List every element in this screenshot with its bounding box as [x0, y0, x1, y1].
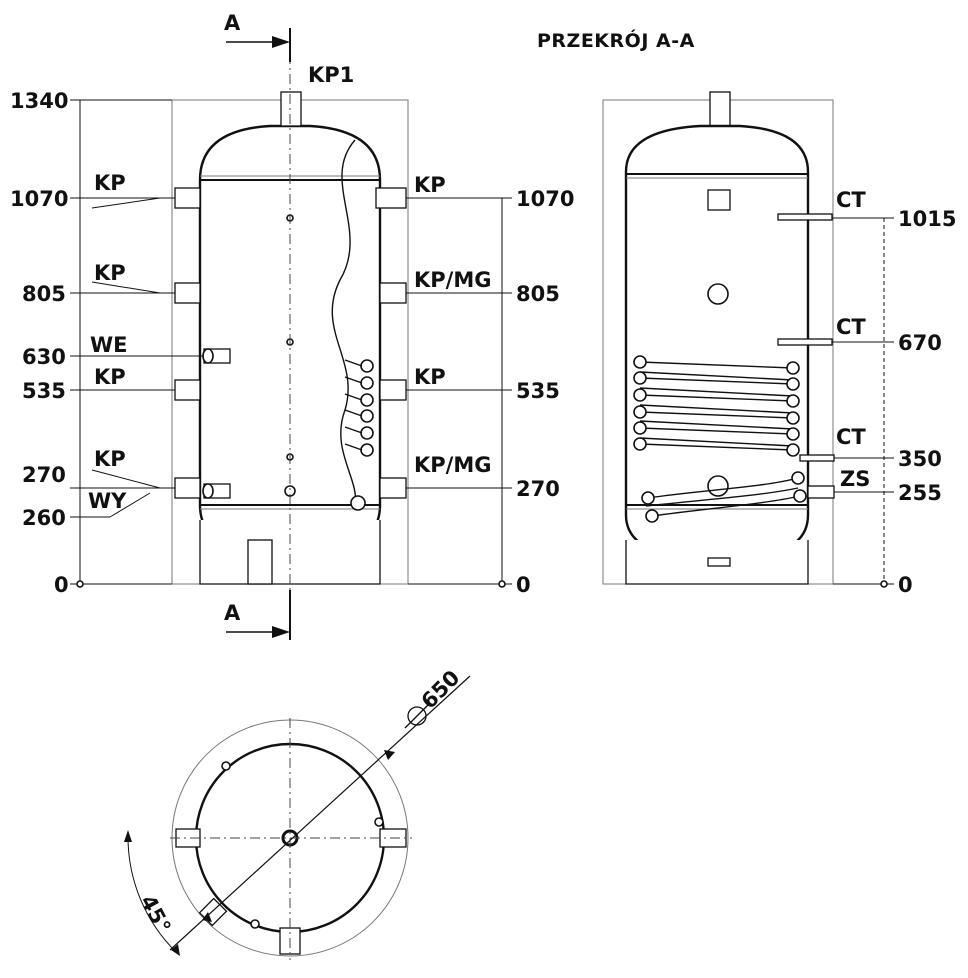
- label-ct-670: CT: [836, 315, 866, 339]
- nozzle-zs: [807, 485, 835, 499]
- label-we: WE: [90, 333, 128, 357]
- height-350: 350: [898, 447, 942, 471]
- label-kp-1070-right: KP: [414, 173, 446, 197]
- section-port-lower: [707, 475, 729, 497]
- label-kp-1070-left: KP: [94, 171, 126, 195]
- nozzle-kp-1070-left: [174, 187, 201, 209]
- nozzle-kp-535-right: [379, 379, 407, 401]
- section-marker-bottom: A: [224, 601, 241, 625]
- section-marker-top: A: [224, 11, 241, 35]
- label-zs: ZS: [840, 467, 870, 491]
- kp1-label: KP1: [308, 63, 354, 87]
- section-port-upper: [707, 283, 729, 305]
- label-kpmg-805-right: KP/MG: [414, 268, 491, 292]
- label-kp-270-left: KP: [94, 447, 126, 471]
- front-view: A A KP1 1340 1070 805 630 535 270 260 0 …: [10, 11, 574, 640]
- section-top-pipe: [709, 91, 731, 129]
- front-cut-line: [331, 139, 357, 506]
- nozzle-kp-1070-right: [375, 187, 407, 209]
- height-270-left: 270: [22, 463, 66, 487]
- nozzle-ct-1015: [777, 213, 833, 221]
- front-coil-circles: [344, 359, 374, 511]
- height-0-section: 0: [898, 573, 913, 597]
- height-255: 255: [898, 481, 942, 505]
- section-view: PRZEKRÓJ A-A: [537, 28, 956, 597]
- nozzle-kp-805-left: [174, 282, 201, 304]
- label-ct-1015: CT: [836, 188, 866, 212]
- height-805-left: 805: [22, 282, 66, 306]
- height-270-right: 270: [516, 477, 560, 501]
- height-535-left: 535: [22, 379, 66, 403]
- nozzle-ct-670: [777, 338, 833, 346]
- label-kp-535-right: KP: [414, 365, 446, 389]
- section-dimension: [832, 217, 894, 588]
- section-title: PRZEKRÓJ A-A: [537, 28, 695, 52]
- height-630: 630: [22, 345, 66, 369]
- height-1015: 1015: [898, 207, 956, 231]
- label-kp-535-left: KP: [94, 365, 126, 389]
- height-0-left: 0: [54, 573, 69, 597]
- angle-arc: [127, 835, 177, 953]
- label-ct-350: CT: [836, 425, 866, 449]
- height-670: 670: [898, 331, 942, 355]
- height-805-right: 805: [516, 282, 560, 306]
- right-dimension: [406, 197, 512, 588]
- nozzle-kpmg-270-right: [379, 477, 407, 499]
- height-260: 260: [22, 506, 66, 530]
- label-kpmg-270-right: KP/MG: [414, 453, 491, 477]
- label-kp-805-left: KP: [94, 261, 126, 285]
- height-1070-left: 1070: [10, 187, 68, 211]
- section-coils: [633, 355, 807, 523]
- plan-view: 650 45°: [124, 666, 471, 960]
- nozzle-kpmg-805-right: [379, 282, 407, 304]
- height-1070-right: 1070: [516, 187, 574, 211]
- height-535-right: 535: [516, 379, 560, 403]
- nozzle-kp-535-left: [174, 379, 201, 401]
- angle-label: 45°: [136, 891, 176, 937]
- height-1340: 1340: [10, 89, 68, 113]
- diameter-label: 650: [417, 666, 465, 714]
- label-wy: WY: [88, 489, 127, 513]
- nozzle-ct-350: [799, 454, 835, 462]
- nozzle-kp-270-left: [174, 477, 201, 499]
- kp1-pipe: [280, 91, 302, 127]
- plan-diameter-line: [169, 675, 471, 951]
- left-dimension: [70, 99, 204, 588]
- height-0-right: 0: [516, 573, 531, 597]
